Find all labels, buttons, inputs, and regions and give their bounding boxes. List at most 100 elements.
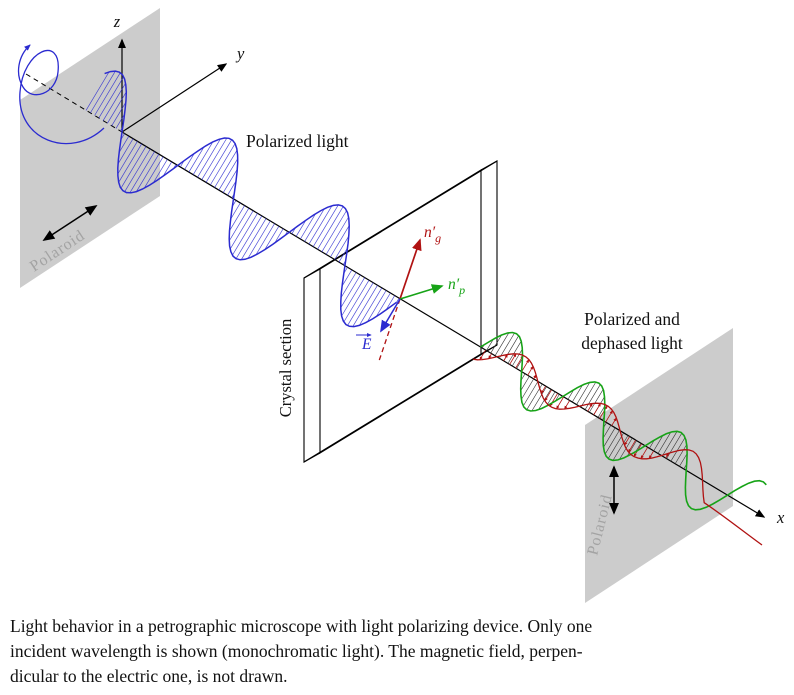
field-vector-arrow [605,410,613,423]
hatch-line [603,427,616,448]
field-vector-arrow [628,439,636,453]
coordinate-axes [117,38,766,518]
polarizer-left-transmission-axis-arrow [42,205,98,241]
hatch-line [308,205,333,245]
hatch-line [366,290,387,323]
hatch-line [523,381,539,407]
hatch-line [352,285,378,327]
hatch-line [375,292,391,317]
hatch-line [118,143,143,183]
hatch-line [321,210,347,253]
hatch-line [240,218,267,260]
crystal-section-label: Crystal section [276,319,295,418]
hatch-line [235,215,263,259]
hatch-line [124,148,151,192]
field-vector-arrow [640,447,648,460]
hatch-line [486,339,494,351]
hatch-line [129,151,155,194]
hatch-line [192,141,214,175]
hatch-line [230,202,241,220]
hatch-line [341,277,365,317]
hatch-line [300,213,316,240]
hatch-line [340,274,361,308]
hatch-line [111,102,127,126]
hatch-line [274,228,284,244]
unpolarized-light-curl [17,44,105,145]
crystal-edge [303,268,321,279]
field-vector-arrow [521,359,530,373]
hatch-line [334,235,350,260]
field-vector-arrow [488,353,492,360]
hatch-line [264,226,280,250]
z-axis-label: z [113,12,121,31]
x-axis-line [121,131,766,518]
ordinary-wave-curve [479,331,767,511]
hatch-line [385,295,395,310]
diagram-labels: z y x Polarized light Polarized and deph… [113,12,785,527]
hatch-line [144,156,164,189]
field-vector-arrow [648,450,654,460]
hatch-line [607,432,624,459]
field-vector-arrow [509,353,517,365]
ng-label-sub: g [435,231,441,245]
hatch-line [661,431,678,457]
incident-wave-hatching [85,70,400,327]
caption-line-1: Light behavior in a petrographic microsc… [10,616,592,636]
hatch-line [201,137,228,180]
hatch-line [107,91,127,124]
field-vector-arrow [479,349,486,361]
hatch-line [516,358,523,369]
hatch-line [602,425,612,439]
hatch-line [347,282,374,326]
hatch-line [612,435,629,461]
crystal-section-slab [303,160,498,463]
hatch-line [657,432,672,454]
hatch-line [670,437,686,462]
hatch-line [520,376,530,391]
hatch-line [218,158,239,191]
hatch-line [89,70,116,114]
hatch-line [232,213,258,256]
field-vector-arrow [503,354,508,362]
hatch-line [343,280,370,323]
hatch-line [499,332,515,359]
hatch-line [118,135,130,153]
np-label-main: n′ [448,276,460,293]
dephased-light-label-line1: Polarized and [584,309,680,329]
field-vector-arrow [593,402,601,416]
extraordinary-wave-curve [473,353,763,546]
caption-line-2: incident wavelength is shown (monochroma… [10,641,583,661]
hatch-line [184,153,195,170]
hatch-line [494,332,510,356]
field-vector-arrow [611,417,617,427]
hatch-line [188,146,205,173]
hatch-line [94,72,121,116]
hatch-line [136,153,160,192]
field-vector-arrow [556,396,564,410]
incident-ray-dashed-line [25,73,123,133]
field-vector-arrow [624,436,630,446]
extraordinary-wave-path [473,353,763,546]
hatch-line [222,169,238,193]
hatch-line [209,143,236,186]
hatch-line [85,71,110,111]
hatch-line [358,287,383,326]
hatch-line [567,389,575,400]
x-axis-label: x [776,508,785,527]
field-vector-arrow [527,365,534,376]
hatch-line [214,149,238,188]
hatch-line [576,382,591,405]
hatch-line [396,298,400,303]
hatch-line [330,225,350,258]
hatch-line [589,389,604,413]
incident-wave-curve [104,70,397,328]
incident-wave-path [104,70,397,328]
np-axis-arrow [399,284,444,300]
hatch-line [312,204,339,247]
hatch-line [666,432,683,459]
hatch-line [115,114,125,129]
hatch-line [511,348,523,367]
hatch-line [304,208,325,242]
ng-label-main: n′ [424,224,436,241]
